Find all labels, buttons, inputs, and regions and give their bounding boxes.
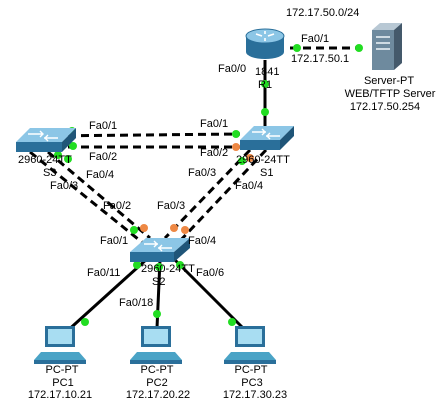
link-blocking-indicator	[181, 226, 189, 234]
link-s1-s2-fa04[interactable]	[176, 148, 268, 245]
port-label: Fa0/0	[218, 63, 246, 75]
server-ip-label: 172.17.50.254	[350, 101, 420, 113]
switch-icon	[240, 126, 294, 150]
switch-s3[interactable]: 2960-24TT S3 Fa0/1 Fa0/2 Fa0/3 Fa0/4	[16, 120, 117, 192]
switch-s2[interactable]: 2960-24TT S2 Fa0/2 Fa0/3 Fa0/1 Fa0/4 Fa0…	[87, 200, 224, 309]
link-up-indicator	[261, 108, 269, 116]
switch-model-label: 2960-24TT	[141, 263, 195, 275]
port-label: Fa0/1	[301, 33, 329, 45]
link-up-indicator	[355, 44, 363, 52]
link-up-indicator	[155, 263, 163, 271]
server-model-label: Server-PT	[364, 75, 414, 87]
link-up-indicator	[54, 151, 62, 159]
link-s2-pc3[interactable]	[171, 256, 247, 332]
port-label: Fa0/2	[89, 151, 117, 163]
port-label: Fa0/4	[86, 169, 114, 181]
port-label: Fa0/3	[50, 180, 78, 192]
link-blocking-indicator	[246, 154, 254, 162]
link-up-indicator	[176, 261, 184, 269]
link-s1-s2-fa03[interactable]	[163, 148, 252, 240]
pc-ip-label: 172.17.20.22	[126, 389, 190, 401]
server-subnet-label: 172.17.50.0/24	[286, 7, 359, 19]
port-label: Fa0/3	[157, 200, 185, 212]
router-icon	[245, 28, 285, 59]
port-label: Fa0/1	[100, 235, 128, 247]
port-label: Fa0/3	[188, 167, 216, 179]
pc-icon	[130, 326, 182, 364]
link-blocking-indicator	[170, 224, 178, 232]
pc-ip-label: 172.17.30.23	[223, 389, 287, 401]
link-up-indicator	[238, 157, 246, 165]
pc-icon	[224, 326, 276, 364]
link-up-indicator	[130, 226, 138, 234]
link-up-indicator	[64, 155, 72, 163]
switch-name-label: S1	[260, 167, 273, 179]
port-label: Fa0/2	[103, 200, 131, 212]
port-label: Fa0/4	[235, 180, 263, 192]
pc-pc2[interactable]: PC-PT PC2 172.17.20.22	[126, 326, 190, 401]
switch-icon	[130, 238, 190, 262]
pc-name-label: PC1	[52, 377, 73, 389]
router-model-label: 1841	[255, 66, 279, 78]
link-up-indicator	[293, 44, 301, 52]
link-up-indicator	[133, 261, 141, 269]
switch-name-label: S3	[43, 167, 56, 179]
port-label: Fa0/1	[89, 120, 117, 132]
link-up-indicator	[81, 318, 89, 326]
switch-s1[interactable]: 2960-24TT S1 Fa0/1 Fa0/2 Fa0/3 Fa0/4	[188, 118, 294, 192]
server-web-tftp[interactable]: Server-PT WEB/TFTP Server 172.17.50.254	[345, 23, 436, 113]
server-icon	[372, 23, 402, 70]
router-r1[interactable]: 1841 R1 Fa0/0 Fa0/1 172.17.50.1 172.17.5…	[218, 7, 359, 91]
pc-ip-label: 172.17.10.21	[28, 389, 92, 401]
link-blocking-indicator	[140, 224, 148, 232]
pc-name-label: PC2	[146, 377, 167, 389]
port-label: Fa0/1	[200, 118, 228, 130]
link-up-indicator	[261, 80, 269, 88]
switch-name-label: S2	[152, 276, 165, 288]
link-s3-s2-fa03[interactable]	[29, 150, 144, 245]
link-up-indicator	[69, 142, 77, 150]
pc-model-label: PC-PT	[141, 364, 174, 376]
link-up-indicator	[232, 130, 240, 138]
pc-icon	[34, 326, 86, 364]
port-label: Fa0/2	[200, 147, 228, 159]
switch-model-label: 2960-24TT	[18, 154, 72, 166]
port-label: Fa0/4	[188, 235, 216, 247]
switch-icon	[16, 128, 76, 152]
pc-pc1[interactable]: PC-PT PC1 172.17.10.21	[28, 326, 92, 401]
server-name-label: WEB/TFTP Server	[345, 88, 436, 100]
link-blocking-indicator	[232, 143, 240, 151]
link-up-indicator	[153, 310, 161, 318]
link-up-indicator	[228, 318, 236, 326]
router-ip-label: 172.17.50.1	[291, 53, 349, 65]
port-label: Fa0/6	[196, 267, 224, 279]
pc-pc3[interactable]: PC-PT PC3 172.17.30.23	[223, 326, 287, 401]
port-label: Fa0/18	[119, 297, 153, 309]
link-s3-s2-fa04[interactable]	[47, 150, 151, 240]
router-name-label: R1	[258, 79, 272, 91]
switch-model-label: 2960-24TT	[236, 154, 290, 166]
link-s2-pc1[interactable]	[63, 256, 150, 335]
links	[29, 46, 362, 335]
port-label: Fa0/11	[87, 267, 120, 279]
link-lights	[54, 44, 363, 326]
pc-name-label: PC3	[241, 377, 262, 389]
pc-model-label: PC-PT	[235, 364, 268, 376]
pc-model-label: PC-PT	[46, 364, 79, 376]
